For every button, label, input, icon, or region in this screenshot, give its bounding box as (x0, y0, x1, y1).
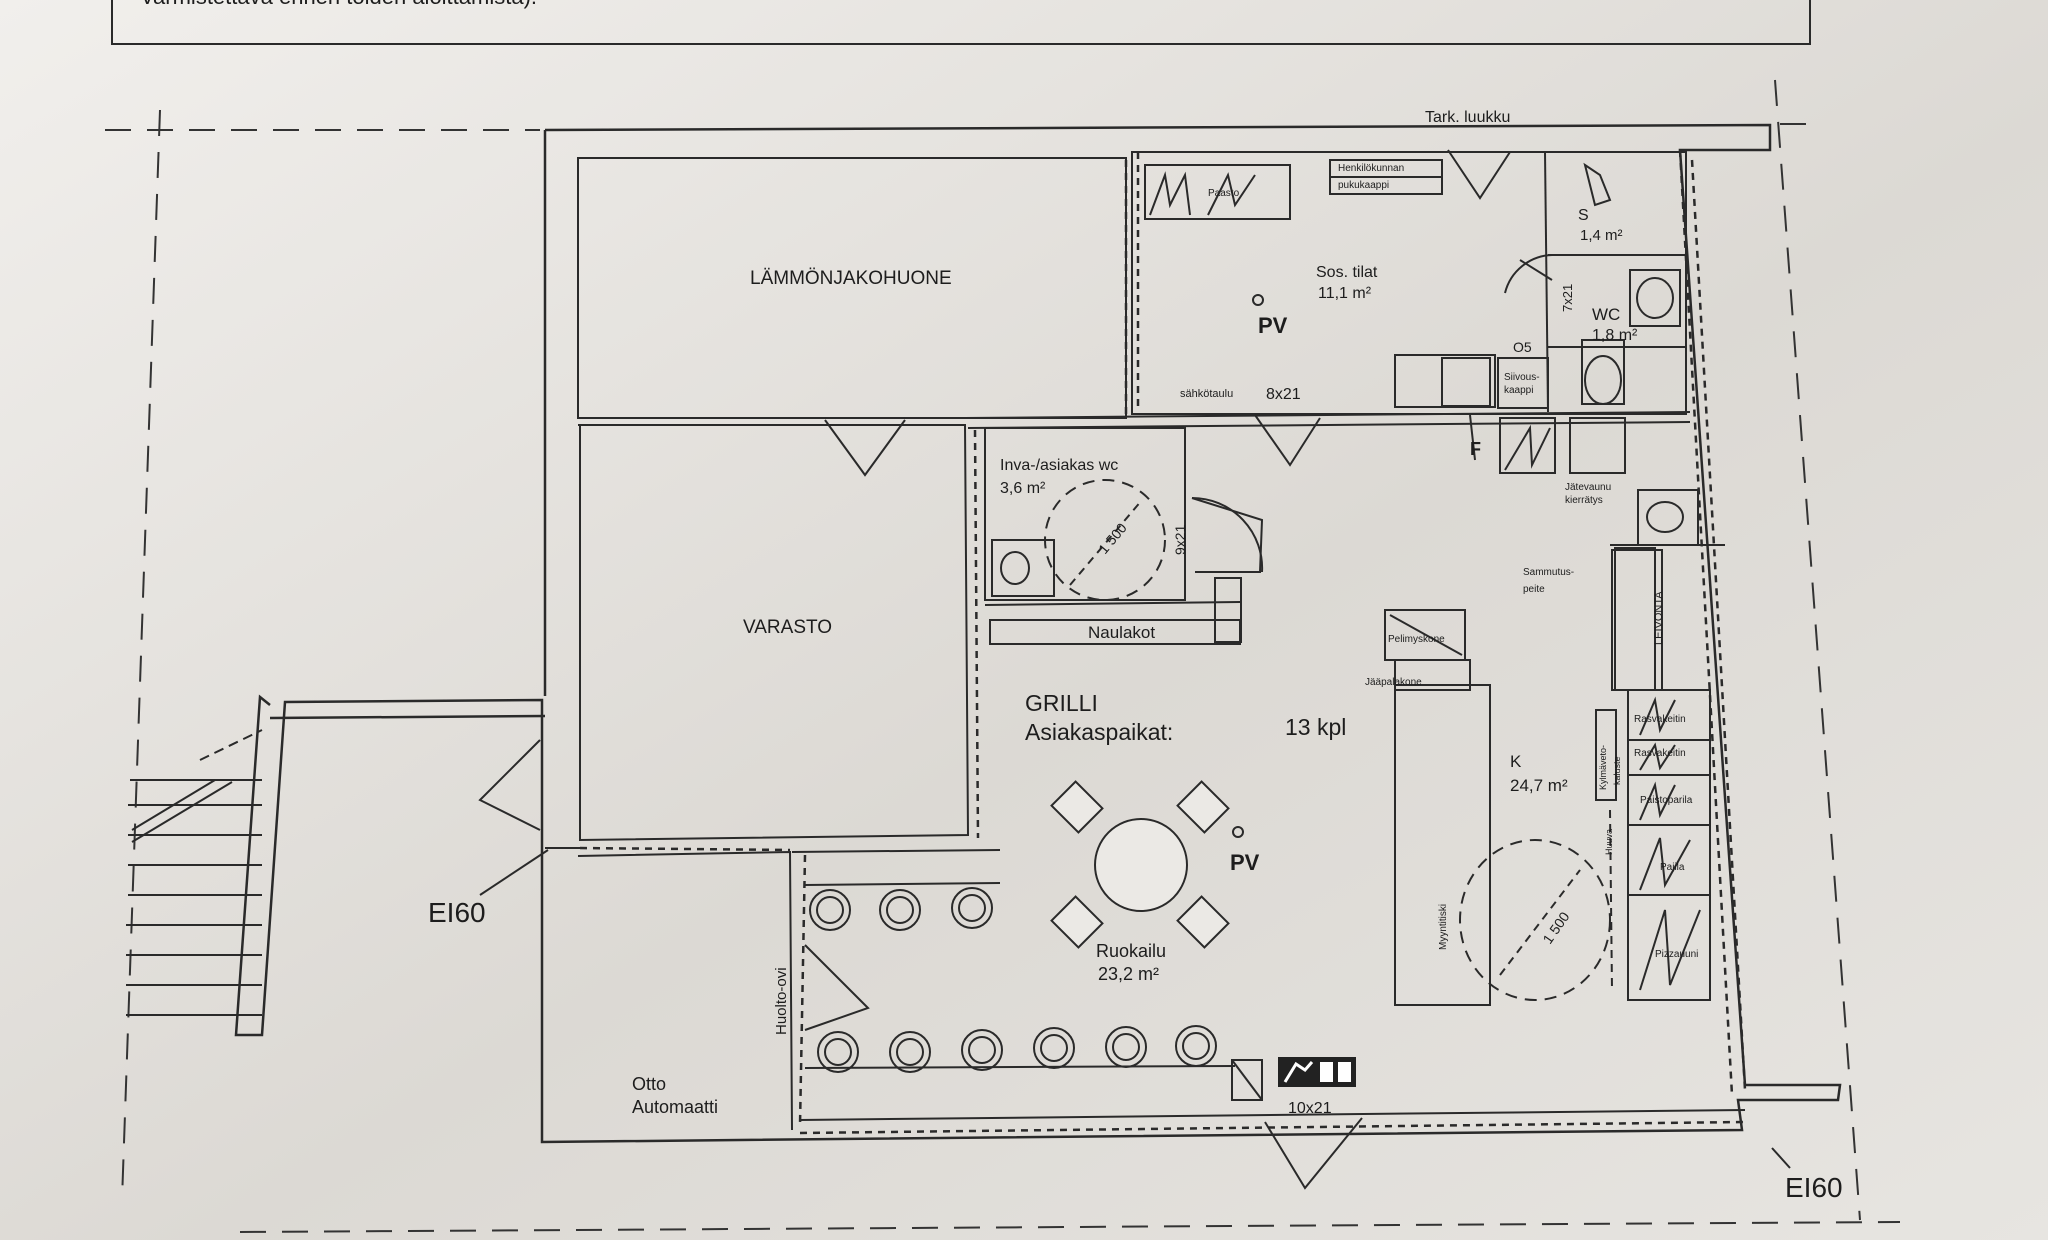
pukukaappi-label-1: Henkilökunnan (1338, 163, 1404, 174)
door-7x21-label: 7x21 (1560, 284, 1575, 312)
leivonta-label: LEIVONTA (1653, 591, 1665, 645)
door-8x21-label: 8x21 (1266, 386, 1301, 403)
paistoparila-label: Paistoparila (1640, 795, 1693, 806)
kylmavetokaluste-label-2: kaluste (1612, 756, 1622, 785)
pajila-label: Pajila (1660, 862, 1685, 873)
room-sos-tilat-area: 11,1 m² (1318, 285, 1372, 302)
jatevaunu-label-2: kierrätys (1565, 495, 1603, 506)
door-9x21-label: 9x21 (1172, 524, 1188, 555)
doors (478, 149, 1553, 1190)
huuva-label: Huuva (1604, 829, 1614, 855)
siivouskaappi-label-2: kaappi (1504, 385, 1533, 396)
rasvakeitin-label-1: Rasvakeitin (1634, 714, 1686, 725)
header-note-text: Varmistettava ennen töiden aloittamista)… (140, 0, 537, 9)
bar-stools (804, 882, 1236, 1073)
tark-luukku-label: Tark. luukku (1425, 109, 1510, 126)
huolto-ovi-label: Huolto-ovi (773, 967, 790, 1035)
fire-separation-lines (579, 149, 1747, 1135)
room-s-area: 1,4 m² (1580, 227, 1623, 244)
emergency-exit-sign-icon (1231, 1057, 1356, 1101)
room-s-name: S (1578, 207, 1589, 224)
naulakot-label: Naulakot (1088, 623, 1155, 642)
kylmavetokaluste-label-1: Kylmäveto- (1598, 745, 1608, 790)
dining-table-group (1050, 780, 1230, 949)
fixture-labels: Tark. luukku Henkilökunnan pukukaappi Pa… (428, 109, 1843, 1203)
property-boundary (105, 79, 1901, 1233)
siivouskaappi-label-1: Siivous- (1504, 372, 1540, 383)
pv-label-sos: PV (1258, 313, 1288, 338)
sammutuspeite-label-1: Sammutus- (1523, 567, 1574, 578)
pizzauuni-label: Pizzauuni (1655, 949, 1698, 960)
room-ruokailu-area: 23,2 m² (1098, 964, 1159, 984)
o5-label: O5 (1513, 339, 1532, 355)
otto-label-line1: Otto (632, 1074, 666, 1094)
exterior-stairs (126, 729, 263, 1016)
room-lammonjakohuone: LÄMMÖNJAKOHUONE (750, 268, 952, 289)
pv-markers (1232, 294, 1264, 838)
paasto-label: Paasto (1208, 188, 1240, 199)
jaapalakone-label: Jääpalakone (1365, 677, 1422, 688)
room-grilli: GRILLI (1025, 690, 1098, 716)
pukukaappi-label-2: pukukaappi (1338, 180, 1389, 191)
room-wc-name: WC (1592, 305, 1620, 324)
jatevaunu-label-1: Jätevaunu (1565, 482, 1611, 493)
room-varasto: VARASTO (743, 617, 832, 638)
pv-label-ruokailu: PV (1230, 850, 1260, 875)
room-inva-wc-name: Inva-/asiakas wc (1000, 457, 1118, 474)
asiakaspaikat-count: 13 kpl (1285, 714, 1346, 740)
room-sos-tilat-name: Sos. tilat (1316, 264, 1378, 281)
room-wc-area: 1,8 m² (1592, 327, 1638, 344)
outer-walls (234, 123, 1842, 1144)
asiakaspaikat-label: Asiakaspaikat: (1025, 719, 1173, 745)
ei60-leaders (479, 849, 1791, 1169)
room-inva-wc-area: 3,6 m² (1000, 480, 1046, 497)
f-label: F (1470, 439, 1481, 459)
myyntitiski-label: Myyntitiski (1438, 904, 1449, 950)
sammutuspeite-label-2: peite (1523, 584, 1545, 595)
pelimyskone-label: Pelimyskone (1388, 634, 1445, 645)
room-ruokailu-name: Ruokailu (1096, 941, 1166, 961)
fixtures (991, 159, 1711, 1006)
header-note-box: Varmistettava ennen töiden aloittamista)… (111, 0, 1811, 45)
door-10x21-label: 10x21 (1288, 1100, 1332, 1117)
rasvakeitin-label-2: Rasvakeitin (1634, 748, 1686, 759)
ei60-label-left: EI60 (428, 897, 486, 928)
room-k-name: K (1510, 752, 1522, 771)
ei60-label-right: EI60 (1785, 1172, 1843, 1203)
room-k-area: 24,7 m² (1510, 776, 1568, 795)
otto-label-line2: Automaatti (632, 1097, 718, 1117)
room-labels: LÄMMÖNJAKOHUONE Sos. tilat 11,1 m² S 1,4… (632, 207, 1638, 1117)
sahkotaulu-label: sähkötaulu (1180, 388, 1233, 400)
